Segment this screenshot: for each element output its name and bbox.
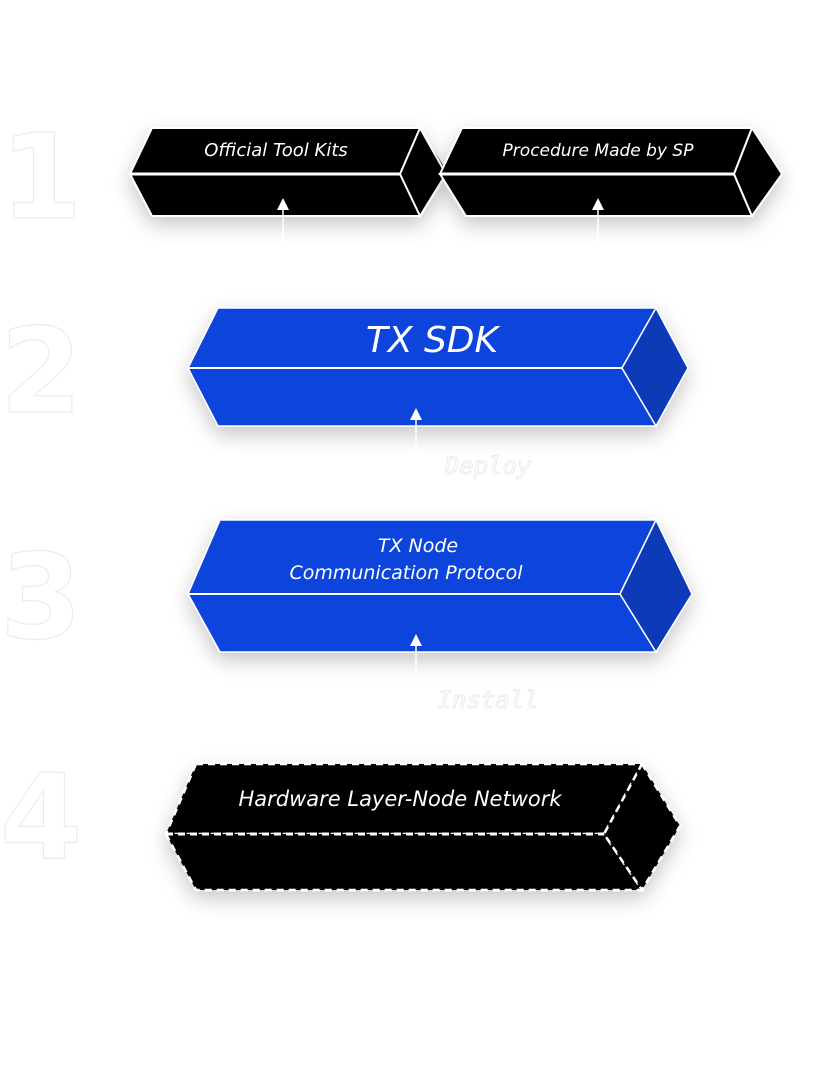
- box-tx-sdk: [186, 306, 689, 428]
- layer-number-2: 2: [0, 302, 82, 440]
- connector-label-deploy: Deploy: [444, 452, 532, 480]
- layer-number-3: 3: [0, 528, 82, 666]
- box-official-tool-kits: [128, 125, 448, 219]
- label-communication-protocol: Communication Protocol: [289, 562, 523, 584]
- connector-label-install: Install: [437, 686, 538, 714]
- layer-number-4: 4: [0, 748, 82, 886]
- label-procedure-made-by-sp: Procedure Made by SP: [503, 141, 695, 161]
- box-procedure-made-by-sp: [438, 125, 784, 219]
- label-official-tool-kits: Official Tool Kits: [204, 140, 348, 161]
- layer-number-1: 1: [0, 108, 82, 246]
- label-tx-node: TX Node: [378, 535, 458, 557]
- label-tx-sdk: TX SDK: [366, 320, 501, 361]
- box-tx-node-protocol: [186, 518, 693, 654]
- box-hardware-layer: [163, 761, 682, 893]
- label-hardware-layer: Hardware Layer-Node Network: [238, 787, 562, 811]
